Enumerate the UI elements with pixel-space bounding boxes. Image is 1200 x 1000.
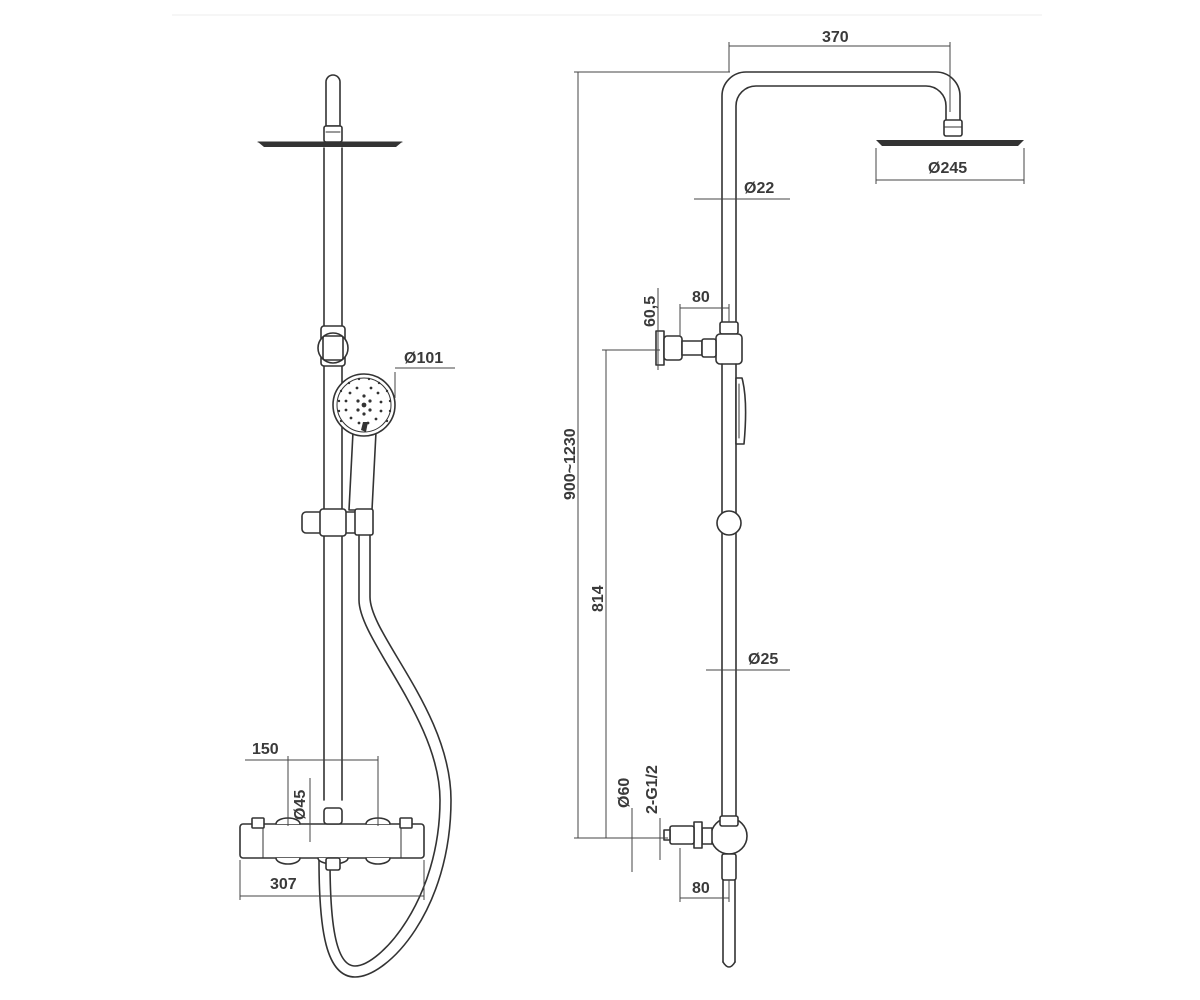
front-hand-shower bbox=[332, 373, 396, 511]
front-riser-pipe bbox=[323, 147, 343, 801]
side-arm-length-dimension: 370 bbox=[728, 29, 951, 112]
side-rain-head-diameter-dimension: Ø245 bbox=[875, 148, 1025, 184]
side-inlet-diameter-dimension: Ø60 bbox=[616, 778, 633, 872]
upper-pipe-diameter-label: Ø22 bbox=[744, 180, 774, 197]
side-wall-bracket bbox=[655, 330, 717, 366]
inlet-to-bracket-label: 814 bbox=[590, 585, 607, 612]
mixer-diameter-label: Ø45 bbox=[292, 790, 309, 820]
front-top-cap bbox=[325, 74, 341, 127]
side-total-height-dimension: 900~1230 bbox=[562, 71, 730, 839]
inlet-offset-label: 80 bbox=[692, 880, 710, 897]
front-thermostatic-mixer bbox=[239, 807, 425, 871]
mixer-width-label: 307 bbox=[270, 876, 297, 893]
total-height-label: 900~1230 bbox=[562, 428, 579, 500]
side-inlet-thread-dimension: 2-G1/2 bbox=[644, 765, 661, 860]
side-lower-pipe-diameter-dimension: Ø25 bbox=[706, 651, 790, 671]
lower-pipe-diameter-label: Ø25 bbox=[748, 651, 778, 668]
side-view: 370 Ø245 Ø22 80 60,5 900~1230 bbox=[562, 29, 1025, 968]
front-mixer-width-dimension: 307 bbox=[239, 860, 425, 900]
mixer-spacing-label: 150 bbox=[252, 741, 279, 758]
side-inlet-to-bracket-dimension: 814 bbox=[590, 349, 660, 838]
front-view: Ø101 150 Ø45 307 bbox=[239, 74, 455, 978]
front-head-diameter-dimension: Ø101 bbox=[394, 350, 455, 398]
side-lower-pipe bbox=[721, 363, 737, 819]
bracket-height-label: 60,5 bbox=[642, 296, 659, 327]
side-bracket-offset-dimension: 80 bbox=[679, 289, 730, 336]
side-rain-head bbox=[876, 140, 1024, 146]
side-bracket-height-dimension: 60,5 bbox=[642, 288, 659, 370]
front-rain-head bbox=[258, 142, 402, 147]
side-slide-joint bbox=[716, 510, 742, 536]
side-hand-shower bbox=[735, 377, 747, 445]
front-hose bbox=[318, 534, 452, 978]
head-diameter-label: Ø101 bbox=[404, 350, 443, 367]
bracket-offset-label: 80 bbox=[692, 289, 710, 306]
inlet-thread-label: 2-G1/2 bbox=[644, 765, 661, 814]
side-upper-pipe-diameter-dimension: Ø22 bbox=[694, 180, 790, 200]
side-inlet-offset-dimension: 80 bbox=[679, 848, 730, 902]
front-mixer-diameter-dimension: Ø45 bbox=[292, 778, 311, 842]
inlet-diameter-label: Ø60 bbox=[616, 778, 633, 808]
side-riser-and-arm bbox=[721, 71, 961, 323]
front-mixer-spacing-dimension: 150 bbox=[245, 741, 379, 826]
rain-head-diameter-label: Ø245 bbox=[928, 160, 967, 177]
arm-length-label: 370 bbox=[822, 29, 849, 46]
side-inlet-connection bbox=[663, 815, 748, 968]
